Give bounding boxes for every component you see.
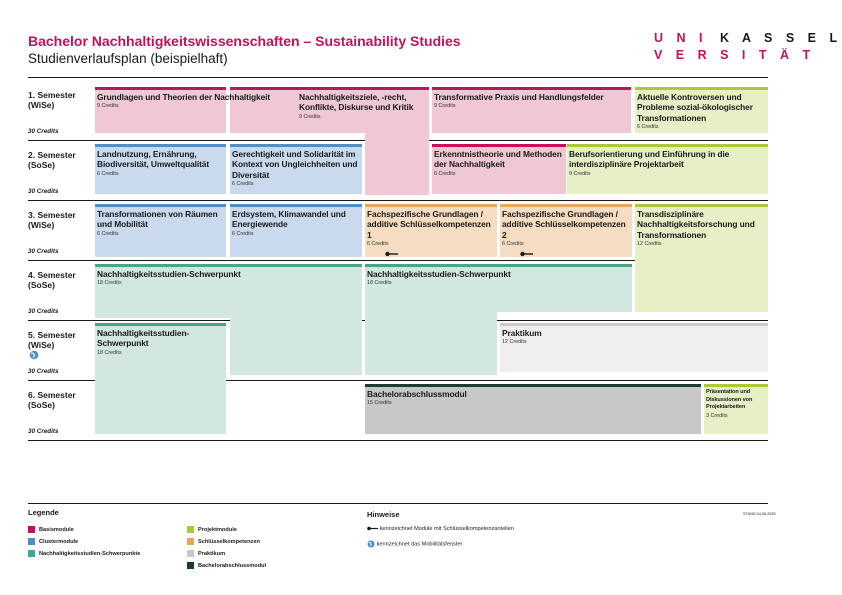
header-divider — [28, 77, 768, 78]
semester-5-label: 5. Semester(WiSe) — [28, 330, 76, 350]
semester-6-credits: 30 Credits — [28, 428, 59, 435]
key-icon — [367, 526, 378, 531]
legend-item-schluesselkompetenzen: Schlüsselkompetenzen — [187, 538, 260, 545]
semester-5-credits: 30 Credits — [28, 368, 59, 375]
module-fachspezifisch-1[interactable]: Fachspezifische Grundlagen / additive Sc… — [367, 209, 491, 248]
legend-item-clustermodule: Clustermodule — [28, 538, 78, 545]
semester-1-label: 1. Semester(WiSe) — [28, 90, 76, 110]
globe-icon — [367, 540, 375, 548]
hint-globe: kennzeichnet das Mobilitätsfenster — [367, 540, 462, 548]
module-berufsorientierung[interactable]: Berufsorientierung und Einführung in die… — [569, 149, 730, 177]
module-transformative-praxis[interactable]: Transformative Praxis und Handlungsfelde… — [434, 92, 604, 110]
legend-item-bachelorabschlussmodul: Bachelorabschlussmodul — [187, 562, 266, 569]
module-praesentation[interactable]: Präsentation und Diskussionen von Projek… — [706, 389, 753, 419]
module-fachspezifisch-2[interactable]: Fachspezifische Grundlagen / additive Sc… — [502, 209, 626, 248]
semester-3-credits: 30 Credits — [28, 248, 59, 255]
globe-icon — [29, 350, 39, 360]
module-praktikum[interactable]: Praktikum 12 Credits — [502, 328, 542, 346]
university-logo-line1: U N I K A S S E L — [654, 31, 842, 45]
semester-6-label: 6. Semester(SoSe) — [28, 390, 76, 410]
legend-item-projektmodule: Projektmodule — [187, 526, 237, 533]
semester-1-credits: 30 Credits — [28, 128, 59, 135]
legend-item-schwerpunkte: Nachhaltigkeitsstudien-Schwerpunkte — [28, 550, 140, 557]
module-bachelorabschluss[interactable]: Bachelorabschlussmodul 15 Credits — [367, 389, 467, 407]
module-schwerpunkt-2[interactable]: Nachhaltigkeitsstudien-Schwerpunkt 18 Cr… — [367, 269, 511, 287]
page-subtitle: Studienverlaufsplan (beispielhaft) — [28, 51, 228, 66]
module-erkenntnistheorie[interactable]: Erkenntnistheorie und Methoden der Nachh… — [434, 149, 562, 177]
semester-4-label: 4. Semester(SoSe) — [28, 270, 76, 290]
key-icon — [520, 251, 533, 257]
semester-2-credits: 30 Credits — [28, 188, 59, 195]
semester-2-label: 2. Semester(SoSe) — [28, 150, 76, 170]
hints-title: Hinweise — [367, 510, 400, 519]
module-transdisziplinaer[interactable]: Transdisziplinäre Nachhaltigkeitsforschu… — [637, 209, 755, 248]
key-icon — [385, 251, 398, 257]
module-erdsystem[interactable]: Erdsystem, Klimawandel und Energiewende … — [232, 209, 346, 237]
page-title: Bachelor Nachhaltigkeitswissenschaften –… — [28, 33, 461, 49]
legend-title: Legende — [28, 508, 59, 517]
stand-date: STAND 04.06.2025 — [743, 512, 776, 516]
module-schwerpunkt-3[interactable]: Nachhaltigkeitsstudien-Schwerpunkt 18 Cr… — [97, 328, 190, 356]
module-landnutzung[interactable]: Landnutzung, Ernährung, Biodiversität, U… — [97, 149, 210, 177]
semester-4-credits: 30 Credits — [28, 308, 59, 315]
legend-item-praktikum: Praktikum — [187, 550, 225, 557]
legend-divider — [28, 503, 768, 504]
semester-divider — [28, 440, 768, 441]
semester-divider — [28, 200, 768, 201]
hint-key: kennzeichnet Module mit Schlüsselkompete… — [367, 526, 514, 532]
legend-item-basismodule: Basismodule — [28, 526, 74, 533]
semester-divider — [28, 260, 768, 261]
module-schwerpunkt-1[interactable]: Nachhaltigkeitsstudien-Schwerpunkt 18 Cr… — [97, 269, 241, 287]
module-aktuelle-kontroversen[interactable]: Aktuelle Kontroversen und Probleme sozia… — [637, 92, 753, 131]
semester-divider — [28, 380, 768, 381]
logo-uni: U N I — [654, 31, 708, 45]
module-transformationen-raeume[interactable]: Transformationen von Räumen und Mobilitä… — [97, 209, 218, 237]
semester-3-label: 3. Semester(WiSe) — [28, 210, 76, 230]
logo-kassel: K A S S E L — [719, 31, 842, 45]
module-grundlagen[interactable]: Grundlagen und Theorien der Nachhaltigke… — [97, 92, 271, 110]
logo-versitaet: V E R S I T Ä T — [654, 48, 816, 62]
module-nachhaltigkeitsziele[interactable]: Nachhaltigkeitsziele, -recht, Konflikte,… — [299, 92, 414, 120]
module-gerechtigkeit[interactable]: Gerechtigkeit und Solidarität im Kontext… — [232, 149, 358, 188]
